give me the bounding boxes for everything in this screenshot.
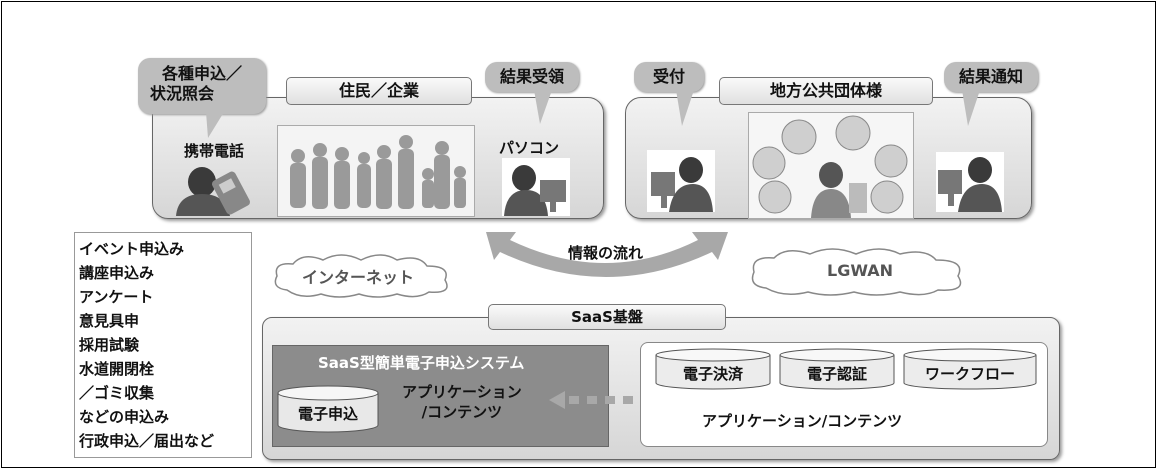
reception-staff-icon bbox=[647, 150, 715, 212]
service-item: 採用試験 bbox=[79, 336, 140, 354]
service-item: アンケート bbox=[79, 288, 154, 306]
saas-platform-title: SaaS基盤 bbox=[488, 304, 726, 330]
e-authentication-cylinder: 電子認証 bbox=[778, 348, 896, 390]
service-list: イベント申込み 講座申込み アンケート 意見具申 採用試験 水道開閉栓 ／ゴミ収… bbox=[74, 232, 252, 458]
lgwan-label: LGWAN bbox=[827, 261, 894, 280]
e-application-label: 電子申込 bbox=[297, 405, 358, 423]
government-title: 地方公共団体様 bbox=[719, 77, 933, 105]
apply-bubble-line1: 各種申込／ bbox=[161, 64, 242, 83]
notify-staff-icon bbox=[936, 152, 1004, 212]
info-flow-arrow bbox=[486, 232, 728, 277]
lgwan-cloud bbox=[751, 248, 962, 296]
crowd-illustration bbox=[278, 126, 474, 216]
internet-label: インターネット bbox=[302, 268, 415, 287]
service-item: 意見具申 bbox=[79, 312, 140, 330]
residents-photo bbox=[277, 125, 475, 217]
service-item: 行政申込／届出など bbox=[79, 432, 215, 450]
mobile-label: 携帯電話 bbox=[184, 142, 245, 160]
e-authentication-label: 電子認証 bbox=[806, 365, 867, 383]
mobile-user-icon bbox=[176, 167, 250, 216]
app-content-line1: アプリケーション bbox=[402, 383, 522, 401]
reception-bubble: 受付 bbox=[634, 62, 704, 92]
government-photo bbox=[748, 112, 914, 219]
service-item: ／ゴミ収集 bbox=[79, 384, 155, 402]
apply-bubble-tail bbox=[206, 112, 224, 138]
result-receive-bubble: 結果受領 bbox=[485, 62, 579, 92]
service-item: イベント申込み bbox=[79, 240, 185, 258]
result-receive-bubble-tail bbox=[534, 90, 552, 124]
e-payment-cylinder: 電子決済 bbox=[654, 348, 772, 390]
saas-system-title: SaaS型簡単電子申込システム bbox=[318, 354, 525, 372]
service-item: などの申込み bbox=[79, 408, 170, 426]
workflow-label: ワークフロー bbox=[924, 365, 1015, 383]
app-content-label: アプリケーション /コンテンツ bbox=[402, 382, 522, 422]
info-flow-label: 情報の流れ bbox=[568, 244, 644, 262]
pc-label: パソコン bbox=[499, 139, 560, 157]
residents-title: 住民／企業 bbox=[286, 77, 472, 105]
apply-bubble-line2: 状況照会 bbox=[150, 84, 215, 103]
app-content-line2: /コンテンツ bbox=[421, 403, 503, 421]
e-payment-label: 電子決済 bbox=[682, 365, 743, 383]
result-notify-bubble-tail bbox=[962, 90, 980, 126]
service-item: 水道開閉栓 bbox=[79, 360, 155, 378]
pc-user-icon bbox=[502, 158, 570, 216]
e-application-cylinder: 電子申込 bbox=[276, 385, 380, 433]
result-notify-bubble: 結果通知 bbox=[944, 62, 1038, 92]
office-illustration bbox=[749, 113, 913, 218]
app-content-right-label: アプリケーション/コンテンツ bbox=[702, 412, 903, 430]
reception-bubble-tail bbox=[676, 90, 694, 126]
internet-cloud bbox=[274, 254, 448, 298]
workflow-cylinder: ワークフロー bbox=[902, 348, 1038, 390]
service-item: 講座申込み bbox=[79, 264, 155, 282]
apply-bubble: 各種申込／ 状況照会 bbox=[138, 58, 266, 114]
